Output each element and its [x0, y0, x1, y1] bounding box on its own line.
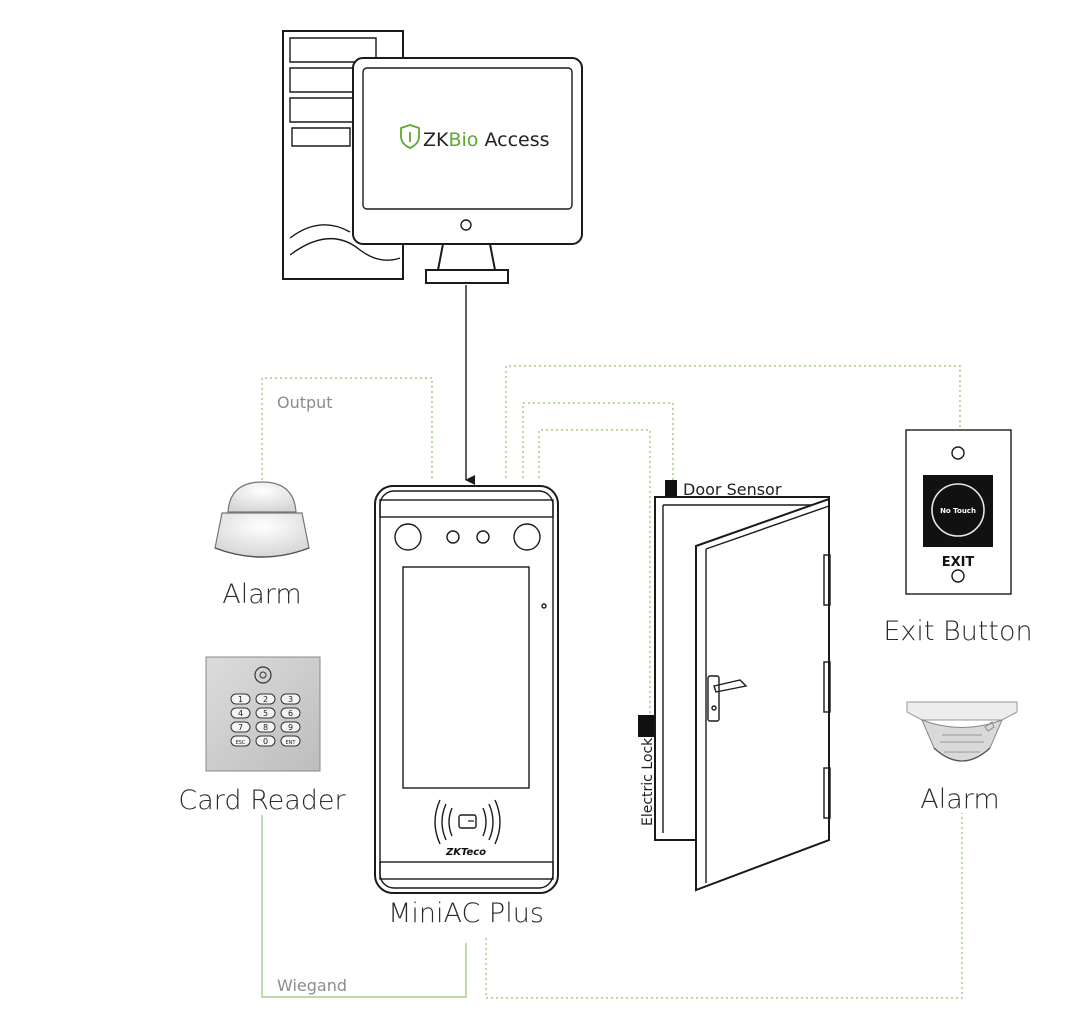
door-sensor-label: Door Sensor — [683, 480, 782, 499]
output-label: Output — [277, 393, 333, 412]
touch-sensor-icon — [931, 483, 985, 537]
keypad-key — [255, 707, 276, 719]
exit-button-label: Exit Button — [883, 616, 1032, 647]
keypad-key-label: 0 — [263, 737, 268, 746]
wiegand-connector — [261, 815, 467, 998]
keypad-key — [280, 707, 301, 719]
keypad-key-label: 4 — [238, 709, 243, 718]
device-label: MiniAC Plus — [388, 898, 544, 929]
alarm-siren-left — [214, 481, 310, 558]
wiegand-label: Wiegand — [277, 976, 347, 995]
device-logo: ZKTeco — [445, 847, 486, 858]
electric-lock-connector — [538, 429, 651, 713]
keypad-key-label: 1 — [238, 695, 243, 704]
contactless-icon — [254, 666, 272, 684]
door-sensor-block — [665, 480, 677, 497]
nfc-icon — [434, 799, 501, 845]
keypad-key-label: 2 — [263, 695, 268, 704]
electric-lock-block — [638, 715, 654, 737]
keypad-key-label: ENT — [286, 740, 297, 746]
no-touch-text: No Touch — [940, 507, 976, 515]
zkbio-access-logo: ZKBio Access — [400, 124, 550, 151]
connection-lines — [261, 285, 963, 999]
electric-lock-label: Electric Lock — [640, 737, 656, 826]
shield-icon — [400, 124, 420, 149]
keypad-key-label: 7 — [238, 723, 243, 732]
brand-prefix: ZK — [423, 129, 449, 151]
keypad-key-label: 3 — [288, 695, 293, 704]
door-sensor-connector — [522, 402, 674, 485]
keypad-key-label: 9 — [288, 723, 293, 732]
keypad-key-label: 5 — [263, 709, 268, 718]
keypad-key — [230, 735, 251, 747]
keypad-key — [230, 693, 251, 705]
alarm-left-label: Alarm — [222, 579, 301, 610]
right-alarm-connector — [485, 813, 963, 999]
keypad-key — [255, 693, 276, 705]
computer-monitor: ZKBio Access — [352, 57, 583, 284]
alarm-right-label: Alarm — [920, 784, 999, 815]
output-connector — [261, 377, 433, 480]
brand-mid: Bio — [448, 129, 478, 151]
exit-button-panel — [923, 475, 993, 547]
keypad-key — [255, 721, 276, 733]
keypad-key — [230, 707, 251, 719]
keypad-key — [230, 721, 251, 733]
svg-text:ZKBio Access: ZKBio Access — [423, 129, 550, 151]
miniac-plus-device: ZKTeco — [374, 485, 559, 894]
exit-button-connector — [505, 365, 961, 478]
keypad-key-label: ESC — [236, 740, 246, 746]
alarm-detector-right — [906, 701, 1018, 762]
computer: ZKBio Access — [282, 30, 583, 284]
exit-button-device: No Touch EXIT — [905, 429, 1012, 595]
brand-suffix: Access — [478, 129, 549, 151]
keypad-key — [280, 735, 301, 747]
door — [638, 480, 831, 892]
exit-text: EXIT — [942, 555, 975, 570]
keypad-key-label: 6 — [288, 709, 293, 718]
keypad-key — [280, 721, 301, 733]
card-reader-label: Card Reader — [178, 785, 346, 816]
keypad-key — [280, 693, 301, 705]
door-handle — [707, 675, 748, 722]
keypad-key-label: 8 — [263, 723, 268, 732]
device-screen — [402, 566, 530, 789]
keypad-key — [255, 735, 276, 747]
